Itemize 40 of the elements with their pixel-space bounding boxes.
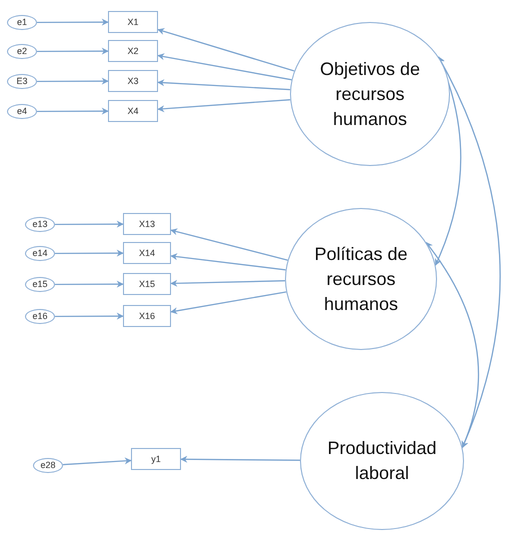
error-ellipse: e16 [25,309,55,324]
arrow [157,53,292,80]
variable-box: X13 [123,213,171,235]
factor-ellipse: Productividad laboral [300,392,464,530]
arrow [55,220,124,228]
factor-ellipse: Políticas de recursos humanos [285,208,437,350]
arrow [37,18,109,26]
error-ellipse: e28 [33,458,63,473]
arrow [62,457,132,466]
arrow [157,28,294,72]
arrow [37,108,109,115]
error-ellipse: e4 [7,104,37,119]
arrow [37,48,109,55]
arrow [37,78,109,85]
variable-box: X3 [108,70,158,92]
variable-box: X15 [123,273,171,295]
arrow [157,99,290,112]
factor-ellipse: Objetivos de recursos humanos [290,22,450,166]
variable-box: y1 [131,448,181,470]
arrow [180,456,300,463]
arrow [170,291,286,314]
arrow [170,253,286,270]
variable-box: X2 [108,40,158,62]
arrow [157,79,290,90]
arrow [55,312,124,320]
variable-box: X14 [123,242,171,264]
variable-box: X16 [123,305,171,327]
error-ellipse: e2 [7,44,37,59]
error-ellipse: e13 [25,217,55,232]
arrow [170,280,286,287]
arrow [55,280,124,288]
arrow [438,56,501,448]
variable-box: X4 [108,100,158,122]
error-ellipse: e14 [25,246,55,261]
error-ellipse: e15 [25,277,55,292]
error-ellipse: E3 [7,74,37,89]
arrow [55,250,124,257]
error-ellipse: e1 [7,15,37,30]
arrow [170,228,288,261]
variable-box: X1 [108,11,158,33]
